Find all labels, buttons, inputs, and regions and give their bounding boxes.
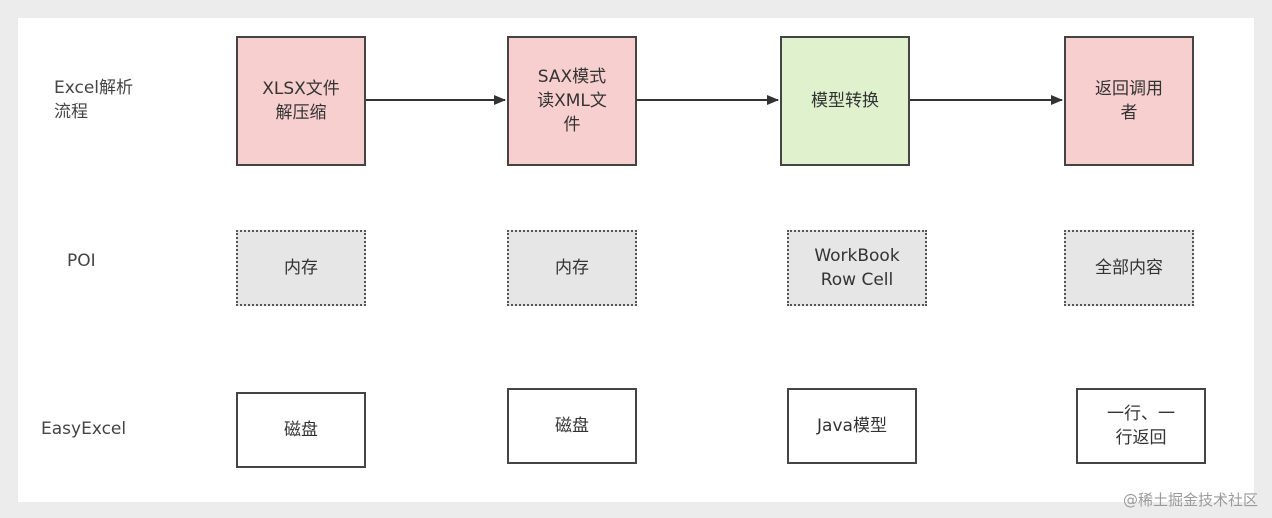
poi-step-all-content: 全部内容 — [1064, 230, 1194, 306]
process-step-sax-read: SAX模式 读XML文 件 — [507, 36, 637, 166]
row-label-easyexcel: EasyExcel — [41, 419, 127, 439]
poi-step-memory-2: 内存 — [507, 230, 637, 306]
process-step-model-convert: 模型转换 — [780, 36, 910, 166]
poi-step-memory-1: 内存 — [236, 230, 366, 306]
watermark: @稀土掘金技术社区 — [1122, 491, 1258, 509]
easyexcel-step-disk-2: 磁盘 — [507, 388, 637, 464]
process-step-return-caller: 返回调用 者 — [1064, 36, 1194, 166]
process-step-unzip: XLSX文件 解压缩 — [236, 36, 366, 166]
row-label-process: Excel解析 流程 — [54, 78, 134, 122]
easyexcel-step-java-model: Java模型 — [787, 388, 917, 464]
easyexcel-step-row-by-row: 一行、一 行返回 — [1076, 388, 1206, 464]
poi-step-workbook: WorkBook Row Cell — [787, 230, 927, 306]
row-label-poi: POI — [67, 251, 96, 271]
easyexcel-step-disk-1: 磁盘 — [236, 392, 366, 468]
